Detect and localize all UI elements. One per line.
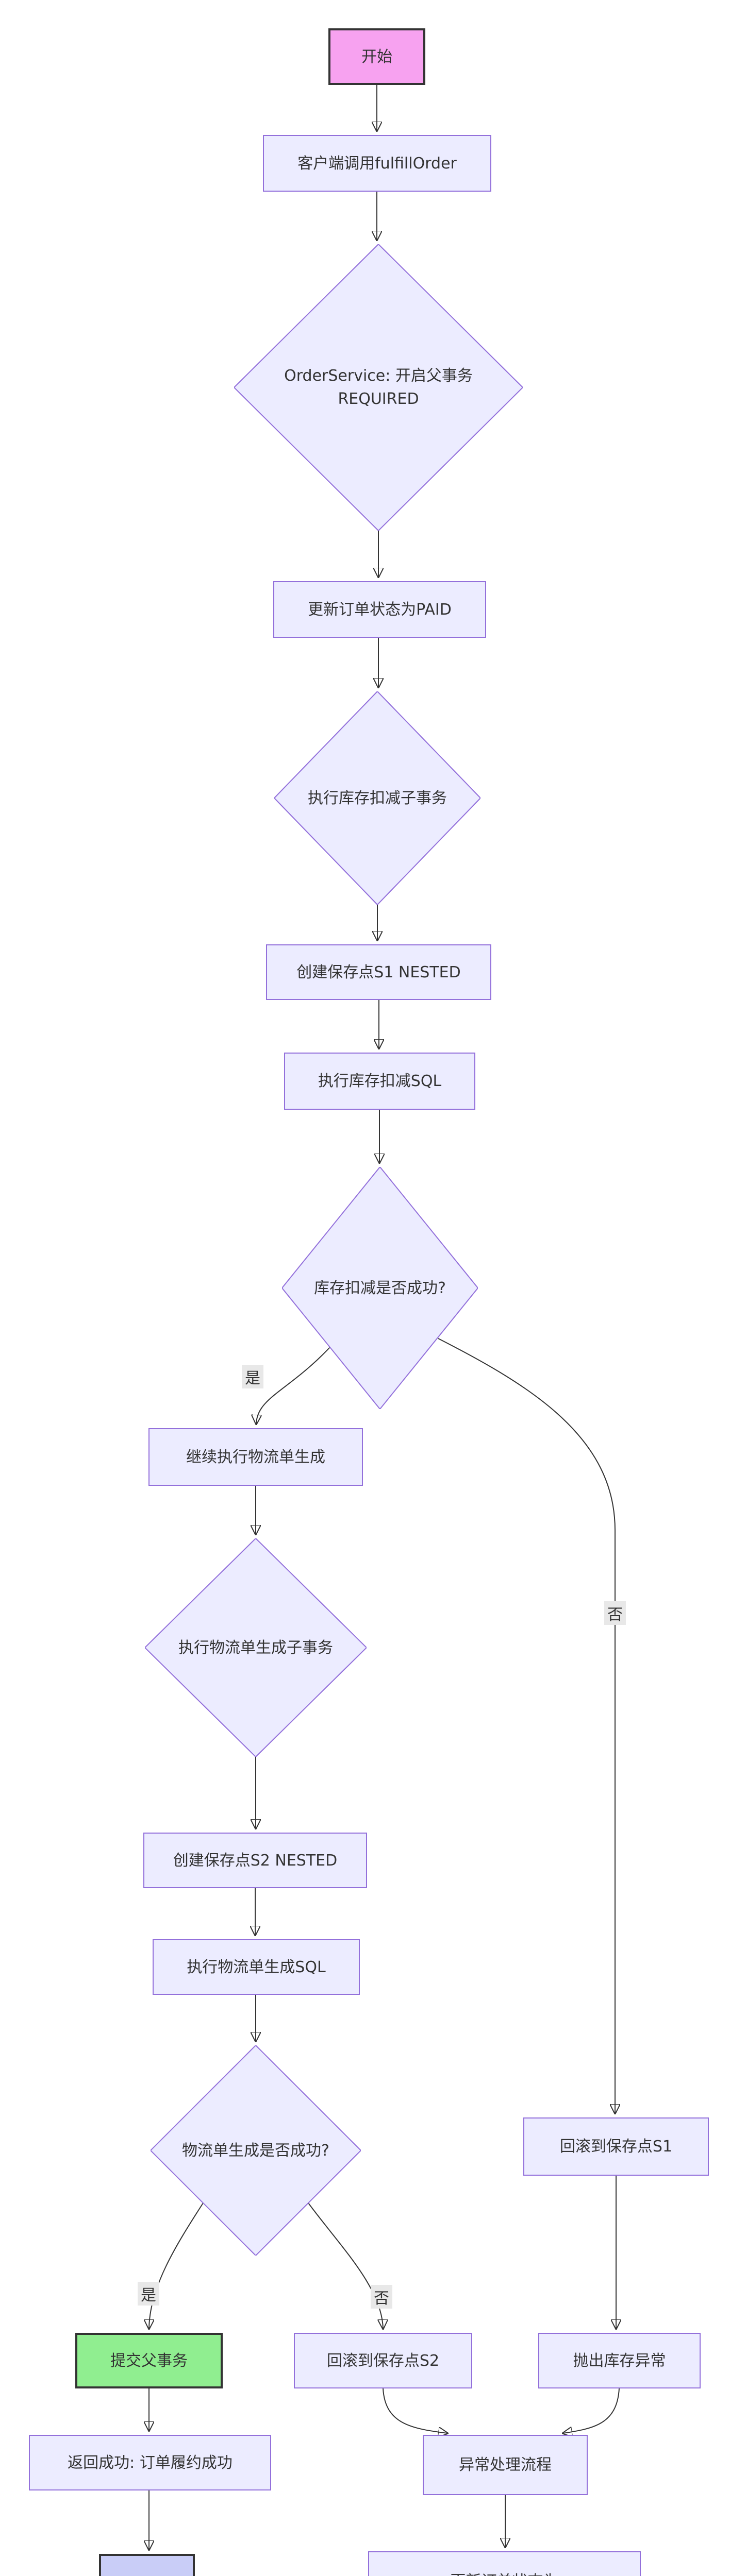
- node-client-call-label: 客户端调用fulfillOrder: [297, 154, 457, 173]
- node-savepoint-s2-label: 创建保存点S2 NESTED: [173, 1851, 338, 1870]
- node-open-parent-tx: OrderService: 开启父事务 REQUIRED: [234, 244, 523, 531]
- node-savepoint-s2: 创建保存点S2 NESTED: [143, 1833, 367, 1888]
- node-update-fulfill-exception-label: 更新订单状态为 FULFILL_EXCEPTION: [427, 2570, 582, 2576]
- node-start-label: 开始: [361, 47, 392, 66]
- node-ship-ok-label: 物流单生成是否成功?: [182, 2141, 329, 2160]
- diamond-shape: [145, 1538, 367, 1757]
- node-commit-parent-success-label: 提交父事务: [110, 2351, 188, 2370]
- diamond-shape: [151, 2045, 361, 2256]
- edge-label-stock-yes: 是: [242, 1365, 263, 1388]
- node-savepoint-s1: 创建保存点S1 NESTED: [266, 944, 491, 1000]
- edge-label-stock-no: 否: [604, 1601, 626, 1625]
- edge-rollbacks2-exception: [383, 2388, 447, 2433]
- diamond-shape: [274, 691, 480, 905]
- node-stock-sql-label: 执行库存扣减SQL: [318, 1072, 442, 1090]
- node-return-success: 返回成功: 订单履约成功: [29, 2435, 271, 2490]
- node-exception-flow-label: 异常处理流程: [459, 2456, 552, 2474]
- node-stock-ok-label: 库存扣减是否成功?: [314, 1279, 446, 1297]
- node-commit-parent-success: 提交父事务: [75, 2333, 223, 2388]
- node-stock-subtx: 执行库存扣减子事务: [274, 691, 480, 905]
- node-rollback-s2: 回滚到保存点S2: [294, 2333, 472, 2388]
- node-continue-shipping-label: 继续执行物流单生成: [186, 1448, 325, 1466]
- node-savepoint-s1-label: 创建保存点S1 NESTED: [296, 963, 461, 981]
- node-continue-shipping: 继续执行物流单生成: [148, 1428, 363, 1486]
- diamond-shape: [234, 244, 523, 531]
- node-client-call: 客户端调用fulfillOrder: [263, 135, 491, 192]
- edge-stockok-yes: [256, 1347, 330, 1424]
- node-start: 开始: [328, 28, 425, 85]
- node-update-fulfill-exception: 更新订单状态为 FULFILL_EXCEPTION: [368, 2551, 641, 2576]
- edge-shipok-yes: [149, 2202, 204, 2329]
- node-stock-ok: 库存扣减是否成功?: [282, 1167, 478, 1409]
- node-ship-subtx: 执行物流单生成子事务: [145, 1538, 367, 1757]
- node-exception-flow: 异常处理流程: [423, 2435, 588, 2495]
- node-rollback-s2-label: 回滚到保存点S2: [326, 2351, 440, 2370]
- node-end-success: 结束: [99, 2554, 195, 2576]
- node-ship-sql: 执行物流单生成SQL: [153, 1939, 360, 1995]
- edge-label-ship-no: 否: [371, 2285, 392, 2309]
- node-throw-stock-exception-label: 抛出库存异常: [573, 2351, 666, 2370]
- node-open-parent-tx-label: OrderService: 开启父事务 REQUIRED: [284, 367, 473, 408]
- edge-stockok-no: [438, 1338, 615, 2113]
- node-update-paid: 更新订单状态为PAID: [273, 581, 486, 638]
- node-update-paid-label: 更新订单状态为PAID: [308, 600, 452, 619]
- edge-shipok-no: [308, 2202, 383, 2329]
- node-throw-stock-exception: 抛出库存异常: [538, 2333, 701, 2388]
- node-ship-ok: 物流单生成是否成功?: [151, 2045, 361, 2256]
- node-rollback-s1: 回滚到保存点S1: [523, 2117, 709, 2176]
- node-stock-sql: 执行库存扣减SQL: [284, 1053, 475, 1110]
- node-end-success-label: 结束: [131, 2573, 162, 2576]
- node-ship-sql-label: 执行物流单生成SQL: [187, 1958, 326, 1976]
- node-ship-subtx-label: 执行物流单生成子事务: [178, 1638, 333, 1657]
- edge-label-ship-yes: 是: [138, 2282, 159, 2306]
- node-return-success-label: 返回成功: 订单履约成功: [68, 2453, 233, 2472]
- diamond-shape: [282, 1167, 478, 1409]
- edge-throw-exception: [563, 2388, 620, 2433]
- node-rollback-s1-label: 回滚到保存点S1: [559, 2138, 673, 2156]
- node-stock-subtx-label: 执行库存扣减子事务: [308, 789, 447, 807]
